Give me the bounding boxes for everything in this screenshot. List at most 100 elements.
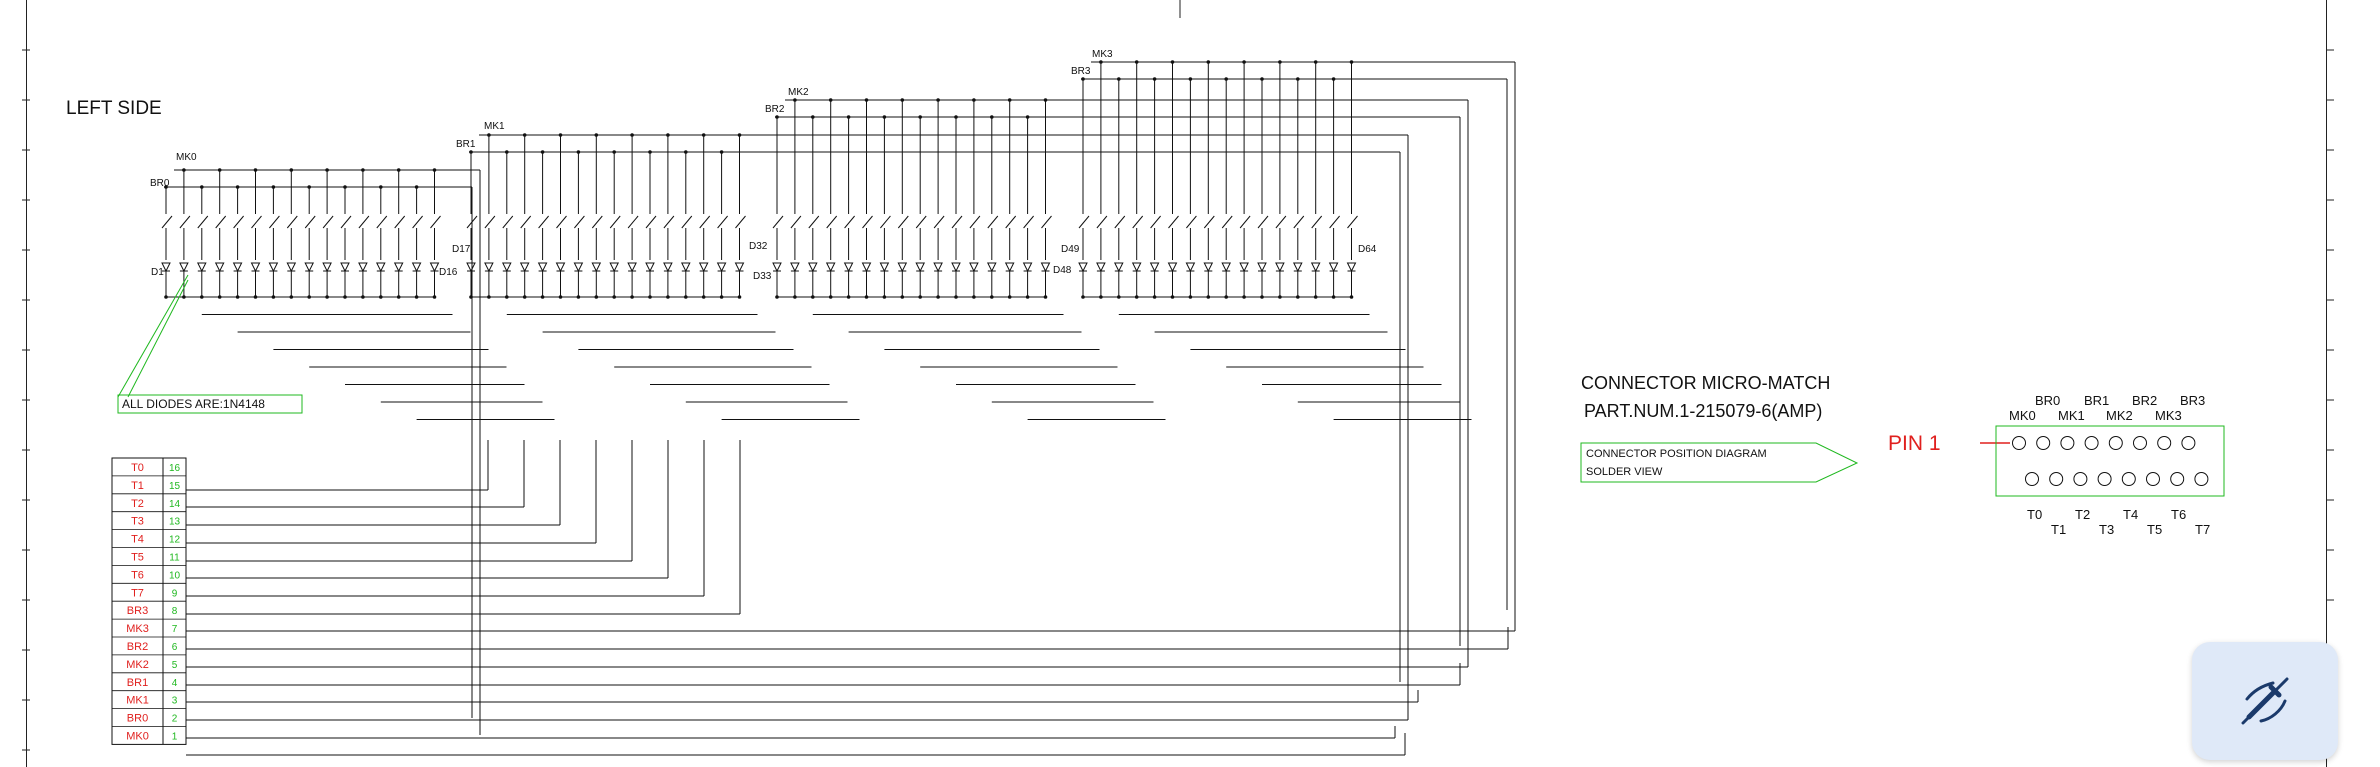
key-switch: [735, 215, 746, 229]
key-switch: [591, 215, 603, 229]
pin-signal-name: BR0: [127, 713, 148, 725]
junction-dot: [1331, 77, 1336, 81]
connector-diagram-callout: CONNECTOR POSITION DIAGRAM SOLDER VIEW: [1580, 442, 1859, 483]
diode-symbol: [951, 262, 961, 273]
key-switch: [358, 215, 370, 229]
diode-label-d32: D32: [749, 241, 768, 252]
diode-symbol: [663, 262, 673, 273]
diode-symbol: [915, 262, 926, 273]
connector-hole-top: [2060, 436, 2075, 450]
junction-dot: [343, 185, 347, 189]
connector-hole-top: [2133, 436, 2147, 450]
pin-number: 10: [169, 570, 181, 581]
diode-symbol: [286, 262, 297, 273]
connector-hole-bottom: [2170, 472, 2185, 486]
junction-dot: [1134, 60, 1139, 64]
diode-symbol: [1022, 262, 1033, 273]
diode-symbol: [790, 262, 800, 273]
key-switch: [699, 215, 711, 229]
junction-dot: [271, 185, 276, 189]
junction-dot: [1007, 98, 1012, 102]
key-switch: [233, 215, 244, 229]
diode-symbol: [1275, 262, 1285, 273]
diode-symbol: [861, 262, 872, 273]
connector-hole-bottom: [2049, 472, 2064, 486]
key-switch: [1203, 215, 1215, 229]
sheet-border-left: [0, 0, 27, 767]
key-switch: [430, 215, 441, 229]
connector-hole-bottom: [2194, 472, 2209, 486]
pin-signal-name: MK0: [126, 731, 149, 743]
junction-dot: [882, 115, 887, 119]
diode-symbol: [501, 262, 512, 273]
pin-signal-name: BR3: [127, 605, 148, 617]
junction-dot: [307, 185, 312, 189]
pin-signal-name: T4: [131, 534, 144, 546]
conn-label-br3: BR3: [2180, 393, 2205, 408]
junction-dot: [612, 150, 616, 154]
junction-dot: [1170, 60, 1175, 64]
pin-number: 9: [172, 588, 178, 599]
diode-symbol: [772, 262, 782, 273]
edit-button[interactable]: [2192, 642, 2338, 760]
connector-hole-bottom: [2146, 472, 2160, 486]
junction-dot: [1278, 60, 1282, 64]
pin-signal-name: T2: [131, 498, 144, 510]
bus-label-br1: BR1: [456, 139, 476, 150]
bus-label-mk3: MK3: [1092, 49, 1113, 60]
key-switch: [772, 215, 784, 229]
pin-signal-name: BR2: [127, 641, 148, 653]
pin-number: 11: [169, 553, 180, 564]
key-switch: [484, 215, 496, 229]
key-switch: [645, 215, 657, 229]
key-switch: [880, 215, 891, 229]
diode-symbol: [268, 262, 279, 273]
key-switch: [269, 215, 280, 229]
key-switch: [251, 215, 262, 229]
connector-hole-top: [2108, 436, 2123, 450]
diode-symbol: [825, 262, 836, 273]
key-switch: [286, 215, 298, 229]
edit-pen-icon: [2241, 677, 2289, 725]
diode-label-d16: D16: [439, 267, 458, 278]
pin-number: 13: [169, 517, 181, 528]
diode-symbol: [627, 262, 637, 273]
key-switch: [412, 215, 423, 229]
diode-symbol: [843, 262, 854, 273]
diode-symbol: [969, 262, 979, 273]
junction-dot: [414, 185, 419, 189]
key-switch: [179, 215, 191, 229]
diode-label-d49: D49: [1061, 244, 1080, 255]
diode-symbol: [1257, 262, 1267, 273]
conn-label-mk1: MK1: [2058, 408, 2085, 423]
diode-symbol: [358, 262, 368, 273]
diode-symbol: [179, 262, 189, 273]
pin-signal-name: T5: [131, 552, 144, 564]
junction-dot: [522, 133, 527, 137]
key-switch: [790, 215, 802, 229]
pin-number: 12: [169, 535, 181, 546]
junction-dot: [648, 150, 652, 154]
pin-signal-name: MK2: [126, 659, 149, 671]
junction-dot: [576, 150, 581, 154]
diode-symbol: [411, 262, 422, 273]
side-title: LEFT SIDE: [66, 98, 162, 119]
junction-dot: [990, 115, 994, 119]
junction-dot: [684, 150, 688, 154]
key-switch: [574, 215, 585, 229]
diode-symbol: [807, 262, 818, 273]
conn-label-mk0: MK0: [2009, 408, 2036, 423]
key-switch: [717, 215, 728, 229]
diode-symbol: [214, 262, 225, 273]
diode-symbol: [555, 262, 566, 273]
junction-dot: [1025, 115, 1030, 119]
bus-label-mk2: MK2: [788, 87, 809, 98]
diode-symbol: [340, 262, 350, 273]
key-switch: [466, 215, 478, 229]
diode-symbol: [933, 262, 943, 273]
pin-number: 6: [172, 642, 178, 653]
key-switch: [1078, 215, 1090, 229]
conn-label-mk3: MK3: [2155, 408, 2182, 423]
diode-symbol: [609, 262, 620, 273]
